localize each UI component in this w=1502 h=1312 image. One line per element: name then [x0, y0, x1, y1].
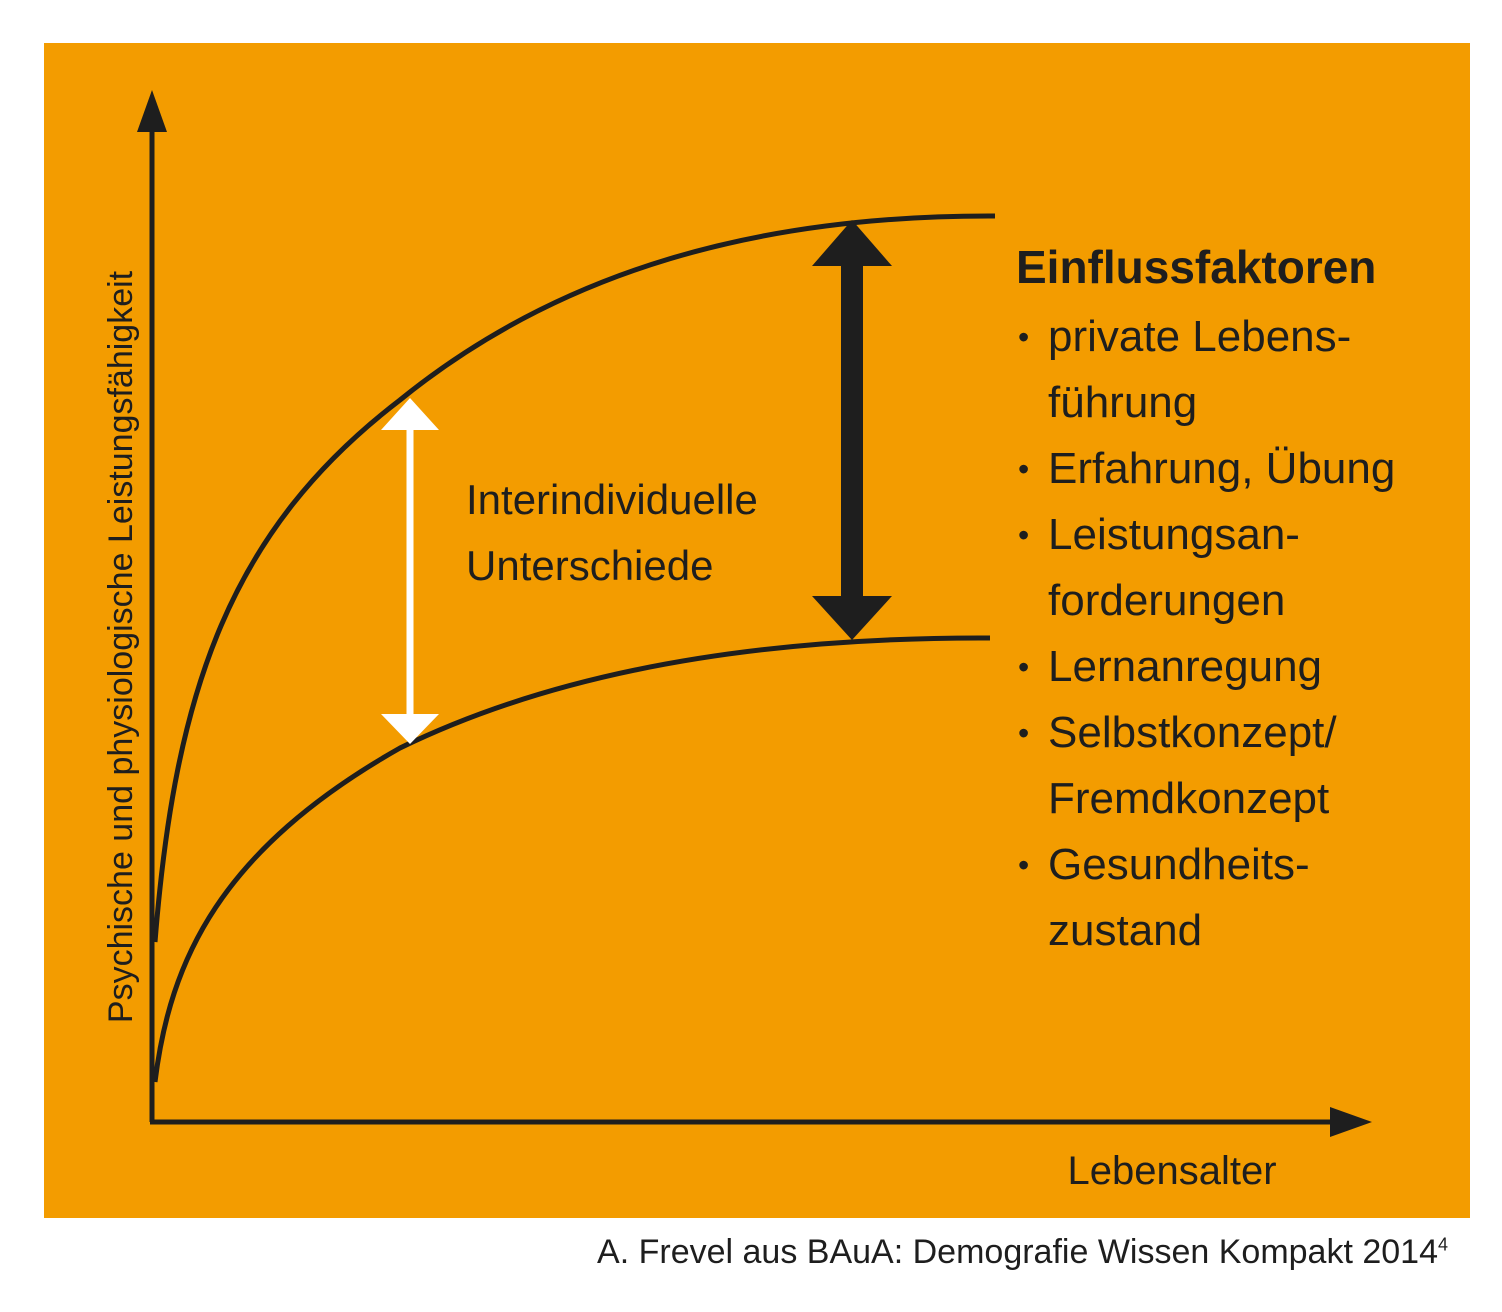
caption-text: A. Frevel aus BAuA: Demografie Wissen Ko…	[597, 1233, 1438, 1271]
bullet-icon: •	[1018, 319, 1030, 355]
factors-list: • private Lebens- führung • Erfahrung, Übun…	[1016, 304, 1456, 964]
factor-item: • Leistungsan- forderungen	[1016, 502, 1456, 634]
source-caption: A. Frevel aus BAuA: Demografie Wissen Ko…	[597, 1233, 1448, 1272]
factor-text: Leistungsan- forderungen	[1048, 510, 1300, 625]
factor-item: • Lernanregung	[1016, 634, 1456, 700]
y-axis-label: Psychische und physiologische Leistungsf…	[102, 270, 140, 1023]
factor-text: Gesundheits- zustand	[1048, 840, 1310, 955]
upper-curve	[152, 213, 996, 943]
black-arrow-up-icon	[812, 220, 892, 266]
factor-item: • Selbstkonzept/ Fremdkonzept	[1016, 700, 1456, 832]
white-arrow-down-icon	[381, 714, 439, 744]
factor-text: Lernanregung	[1048, 642, 1323, 691]
y-axis-arrowhead-icon	[137, 90, 167, 132]
lower-curve	[152, 635, 991, 1083]
callout-line-1: Interindividuelle	[466, 476, 758, 523]
bullet-icon: •	[1018, 715, 1030, 751]
factor-text: Selbstkonzept/ Fremdkonzept	[1048, 708, 1337, 823]
factor-text: Erfahrung, Übung	[1048, 444, 1396, 493]
black-arrow-down-icon	[812, 596, 892, 640]
factor-item: • Gesundheits- zustand	[1016, 832, 1456, 964]
factor-item: • Erfahrung, Übung	[1016, 436, 1456, 502]
x-axis-arrowhead-icon	[1330, 1107, 1372, 1137]
callout-line-2: Unterschiede	[466, 542, 713, 589]
factor-text: private Lebens- führung	[1048, 312, 1352, 427]
factors-title: Einflussfaktoren	[1016, 241, 1377, 293]
bullet-icon: •	[1018, 649, 1030, 685]
white-arrow-up-icon	[381, 398, 439, 430]
influence-factors-box: Einflussfaktoren • private Lebens- führun…	[1016, 238, 1456, 964]
bullet-icon: •	[1018, 517, 1030, 553]
bullet-icon: •	[1018, 847, 1030, 883]
x-axis-label: Lebensalter	[1067, 1149, 1276, 1193]
factor-item: • private Lebens- führung	[1016, 304, 1456, 436]
bullet-icon: •	[1018, 451, 1030, 487]
caption-footnote: 4	[1437, 1234, 1448, 1255]
